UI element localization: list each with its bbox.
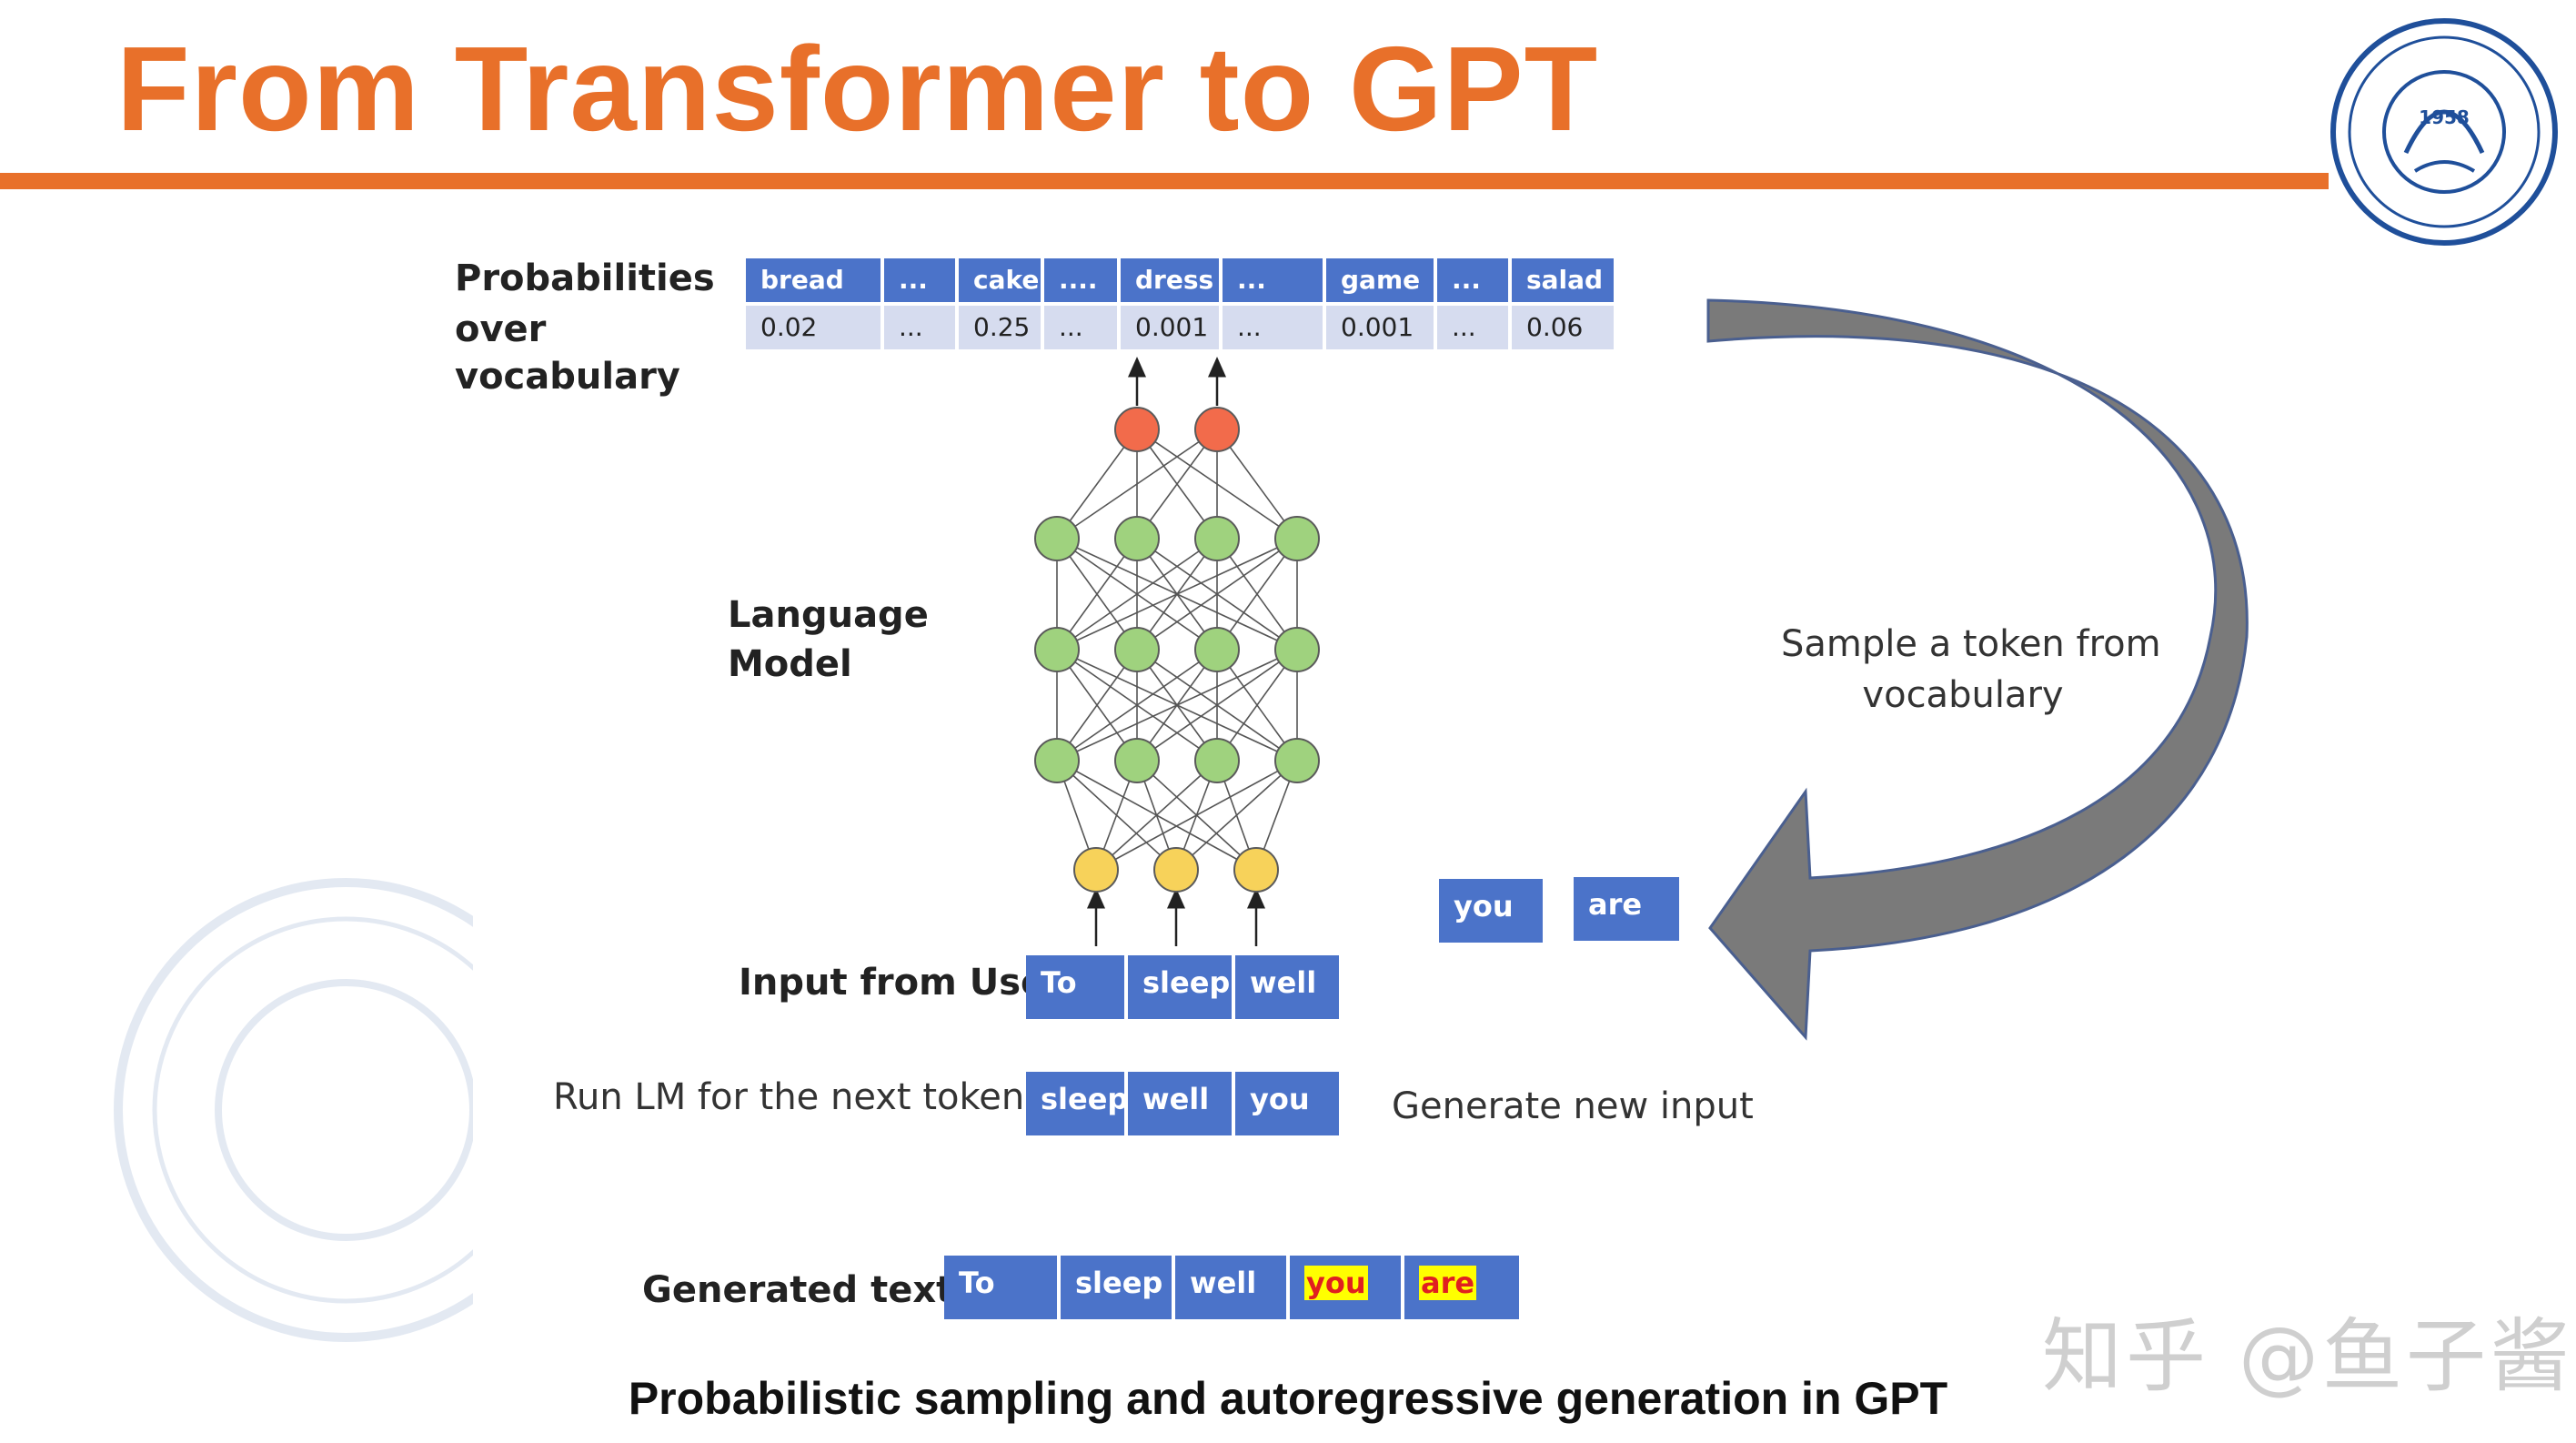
- input-token: sleep: [1128, 955, 1235, 1019]
- sampled-token: you: [1439, 879, 1543, 943]
- vocab-header-cell: ...: [1223, 258, 1323, 302]
- network-edge: [1056, 538, 1138, 651]
- generated-token: well: [1175, 1256, 1290, 1319]
- vocab-label-line-1: Probabilities: [455, 257, 715, 299]
- hidden-node: [1114, 627, 1160, 672]
- network-edges: [1056, 429, 1298, 871]
- hidden-node: [1034, 516, 1080, 561]
- input-token: well: [1235, 955, 1339, 1019]
- title-divider: [0, 173, 2329, 189]
- network-edge: [1056, 538, 1218, 651]
- sample-label-line-2: vocabulary: [1862, 674, 2064, 716]
- vocab-label-line-3: vocabulary: [455, 356, 680, 398]
- generated-token-highlighted: are: [1404, 1256, 1519, 1319]
- hidden-node: [1194, 627, 1240, 672]
- vocab-header-cell: ...: [1437, 258, 1508, 302]
- network-edge: [1056, 649, 1138, 762]
- vocab-value-cell: ...: [884, 306, 955, 349]
- figure-caption: Probabilistic sampling and autoregressiv…: [628, 1373, 1948, 1424]
- highlighted-token-text: are: [1419, 1266, 1477, 1300]
- vocab-value-cell: 0.25: [959, 306, 1041, 349]
- slide-title: From Transformer to GPT: [116, 22, 1599, 156]
- logo-year: 1958: [2419, 106, 2470, 128]
- generated-token: sleep: [1061, 1256, 1175, 1319]
- network-edge: [1056, 429, 1218, 540]
- input-node: [1233, 847, 1279, 893]
- input-token: To: [1026, 955, 1128, 1019]
- input-node: [1153, 847, 1199, 893]
- network-edge: [1216, 649, 1298, 762]
- run-token: you: [1235, 1072, 1339, 1135]
- vocab-header-cell: ...: [884, 258, 955, 302]
- vocab-value-cell: 0.06: [1512, 306, 1614, 349]
- run-token: sleep: [1026, 1072, 1128, 1135]
- sampled-token: are: [1574, 877, 1679, 941]
- vocab-value-cell: 0.001: [1121, 306, 1219, 349]
- vocab-header-cell: ....: [1044, 258, 1117, 302]
- vocab-label-line-2: over: [455, 308, 547, 350]
- network-nodes: [1034, 407, 1320, 893]
- vocab-value-cell: 0.001: [1326, 306, 1434, 349]
- hidden-node: [1034, 738, 1080, 783]
- zhihu-watermark: 知乎 @鱼子酱: [2042, 1309, 2573, 1403]
- vocab-value-cell: ...: [1437, 306, 1508, 349]
- network-edge: [1136, 649, 1298, 762]
- hidden-node: [1114, 516, 1160, 561]
- generated-row-label: Generated text:: [642, 1269, 969, 1311]
- highlighted-token-text: you: [1304, 1266, 1368, 1300]
- output-node: [1114, 407, 1160, 452]
- generate-new-input-label: Generate new input: [1392, 1085, 1754, 1127]
- network-edge: [1216, 538, 1298, 651]
- output-node: [1194, 407, 1240, 452]
- network-edge: [1095, 760, 1298, 871]
- hidden-node: [1274, 516, 1320, 561]
- vocab-header-cell: salad: [1512, 258, 1614, 302]
- hidden-node: [1034, 627, 1080, 672]
- input-node: [1073, 847, 1119, 893]
- hidden-node: [1274, 627, 1320, 672]
- vocab-value-cell: 0.02: [746, 306, 880, 349]
- vocab-header-cell: game: [1326, 258, 1434, 302]
- vocab-header-cell: cake: [959, 258, 1041, 302]
- vocab-header-cell: bread: [746, 258, 880, 302]
- hidden-node: [1194, 516, 1240, 561]
- generated-token: To: [944, 1256, 1061, 1319]
- network-edge: [1136, 538, 1298, 651]
- network-edge: [1056, 649, 1218, 762]
- sample-curved-arrow: [1706, 298, 2249, 1041]
- vocab-value-cell: ...: [1223, 306, 1323, 349]
- input-row-label: Input from User: [739, 962, 1063, 1004]
- network-edge: [1095, 760, 1218, 871]
- vocab-value-cell: ...: [1044, 306, 1117, 349]
- hidden-node: [1274, 738, 1320, 783]
- language-model-label-line-1: Language: [728, 594, 929, 636]
- hidden-node: [1114, 738, 1160, 783]
- generated-token-highlighted: you: [1290, 1256, 1404, 1319]
- network-edge: [1175, 760, 1298, 871]
- run-token: well: [1128, 1072, 1235, 1135]
- language-model-label-line-2: Model: [728, 643, 852, 685]
- network-edge: [1056, 538, 1298, 651]
- university-logo: 1958: [2329, 16, 2560, 247]
- network-edge: [1056, 649, 1298, 762]
- vocab-header-cell: dress: [1121, 258, 1219, 302]
- run-row-label: Run LM for the next token: [553, 1076, 1025, 1118]
- sample-label-line-1: Sample a token from: [1781, 623, 2161, 665]
- network-arrows: [1087, 357, 1265, 946]
- hidden-node: [1194, 738, 1240, 783]
